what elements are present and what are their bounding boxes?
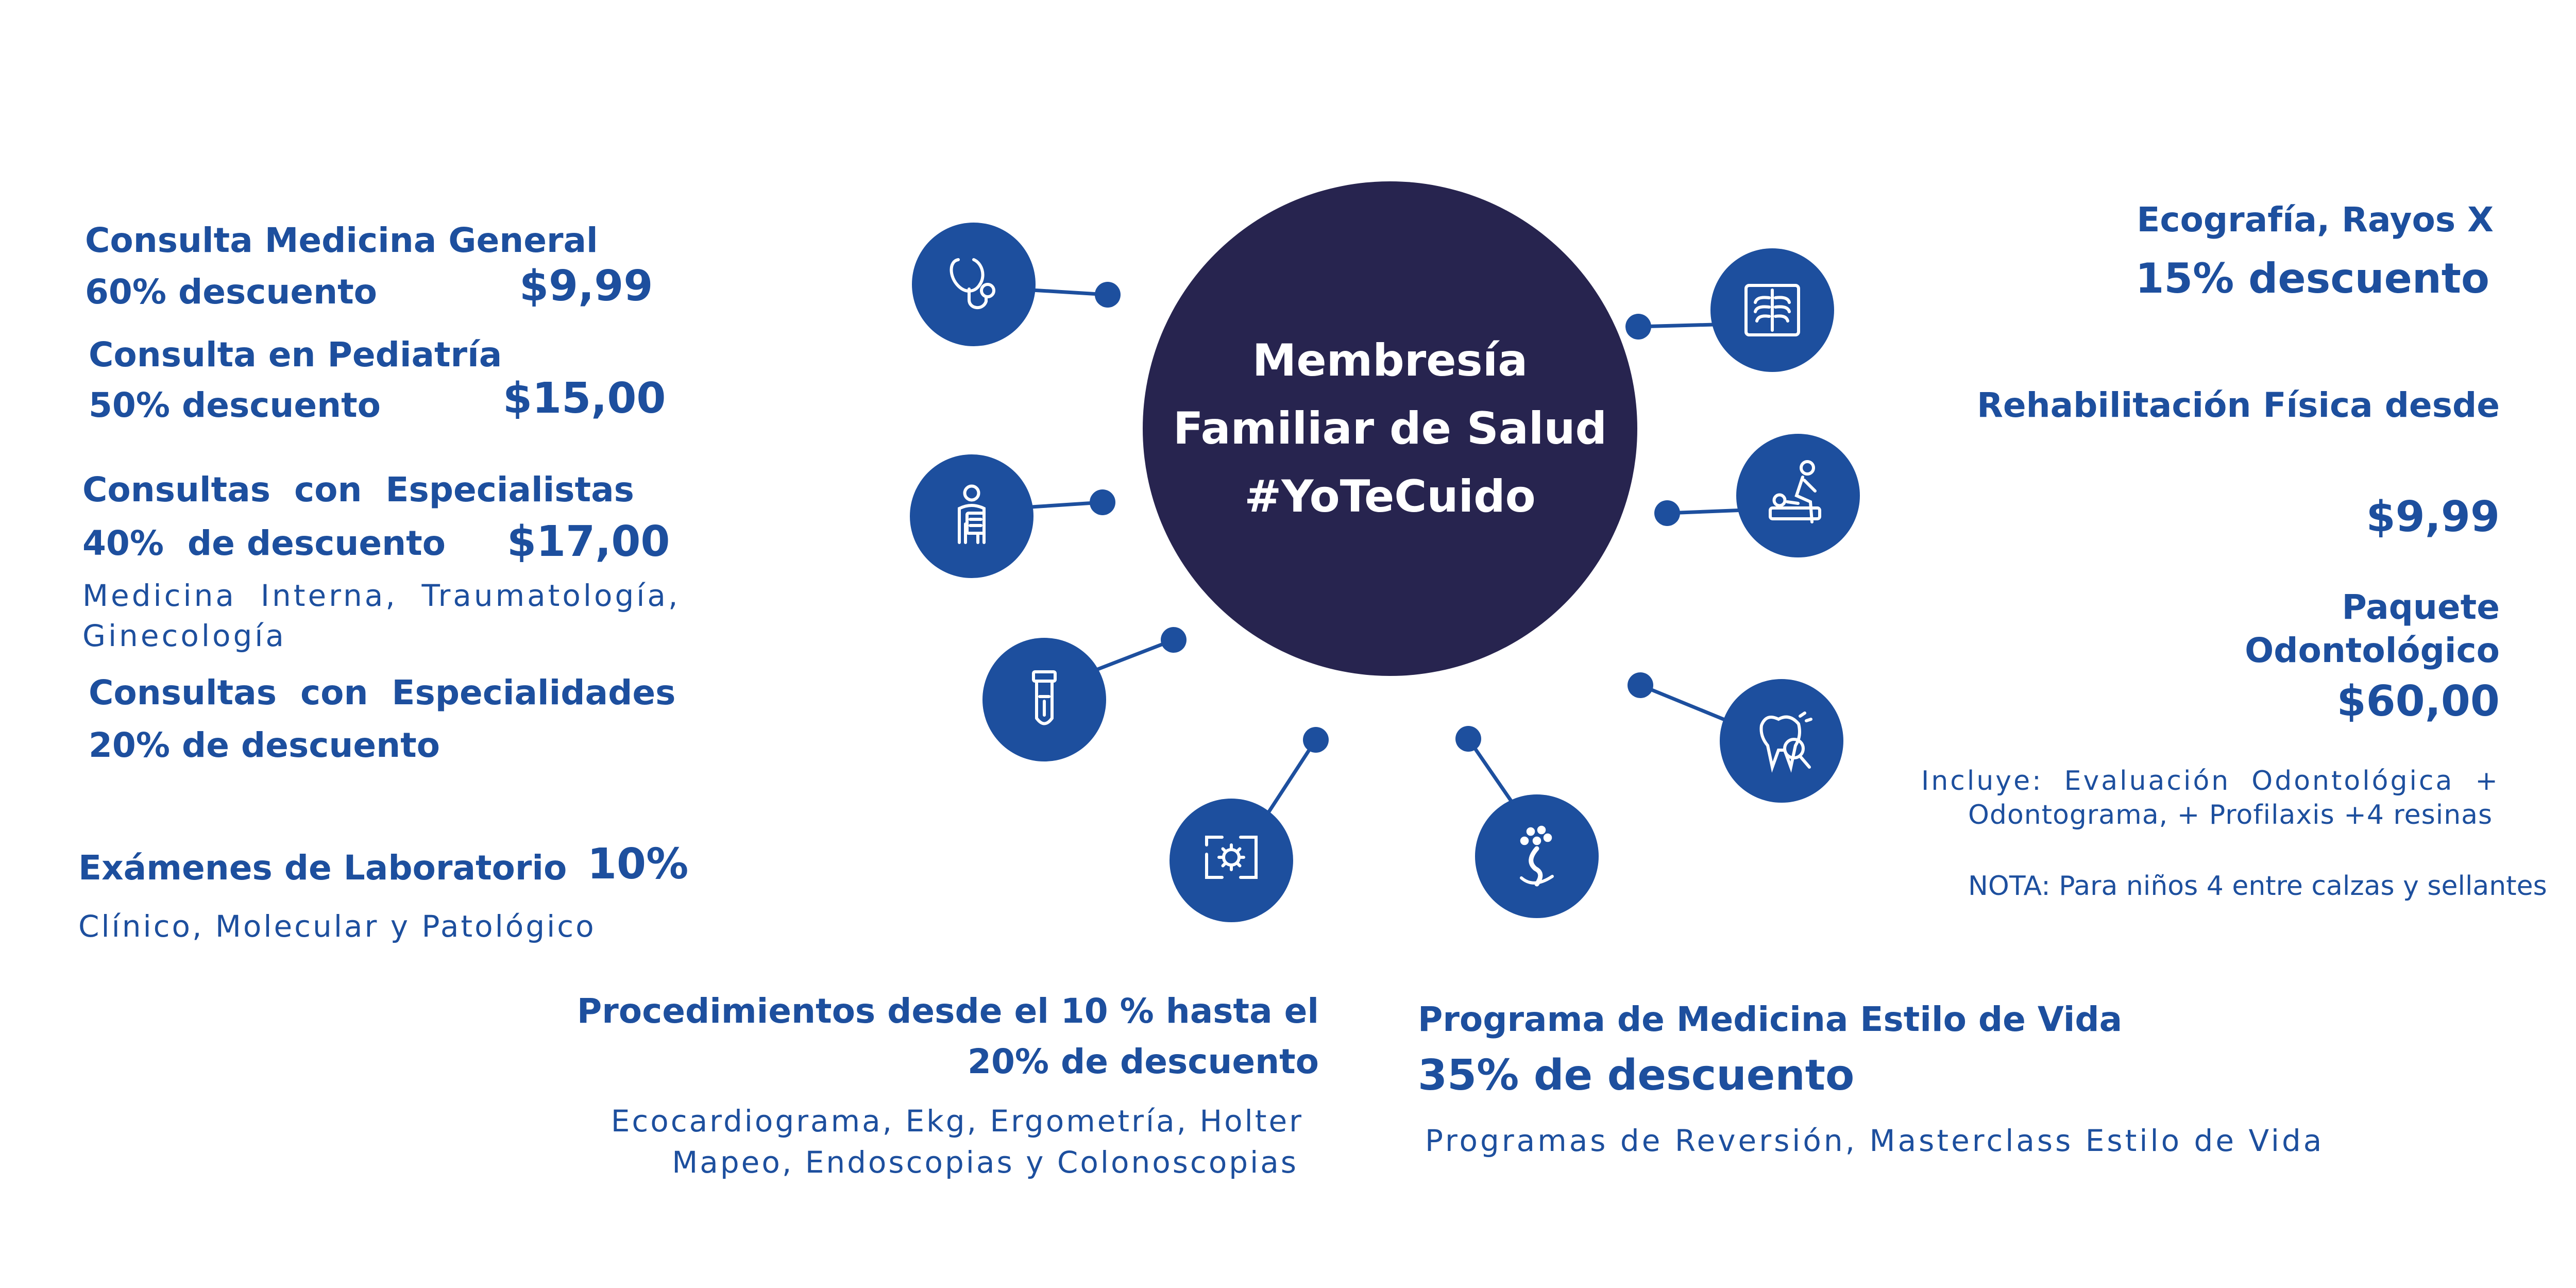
- laboratorio-percent: 10%: [587, 840, 689, 889]
- connector-dot: [1161, 627, 1187, 653]
- connector-dot: [1625, 314, 1651, 340]
- connector-gear: [1266, 739, 1317, 815]
- laboratorio-detail: Clínico, Molecular y Patológico: [78, 909, 596, 944]
- estilo-detail: Programas de Reversión, Masterclass Esti…: [1425, 1123, 2325, 1158]
- especialistas-detail-2: Ginecología: [82, 618, 286, 653]
- especialidades-discount: 20% de descuento: [89, 725, 440, 765]
- connector-physio: [1667, 508, 1746, 515]
- eco-discount: 15% descuento: [2135, 255, 2489, 302]
- odonto-price: $60,00: [2336, 677, 2500, 726]
- membership-circle: Membresía Familiar de Salud #YoTeCuido: [1143, 181, 1637, 676]
- connector-dot: [1090, 489, 1115, 515]
- pediatria-title: Consulta en Pediatría: [89, 335, 502, 375]
- procedimientos-title-1: Procedimientos desde el 10 % hasta el: [577, 991, 1319, 1031]
- connector-dot: [1095, 282, 1121, 308]
- connector-dot: [1455, 726, 1481, 752]
- odonto-title-2: Odontológico: [2245, 631, 2500, 670]
- procedimientos-detail-1: Ecocardiograma, Ekg, Ergometría, Holter: [611, 1104, 1303, 1139]
- center-title-line2: Familiar de Salud: [1173, 403, 1607, 454]
- gear-monitor-icon: [1170, 799, 1293, 922]
- physiotherapy-icon: [1736, 434, 1860, 557]
- odonto-note: NOTA: Para niños 4 entre calzas y sellan…: [1968, 871, 2547, 902]
- especialistas-discount: 40% de descuento: [82, 523, 446, 563]
- connector-stethoscope: [1023, 287, 1108, 297]
- odonto-title-1: Paquete: [2342, 587, 2500, 627]
- eco-title: Ecografía, Rayos X: [2137, 200, 2494, 240]
- center-hashtag: #YoTeCuido: [1244, 471, 1536, 522]
- center-title-line1: Membresía: [1252, 335, 1528, 386]
- estilo-title: Programa de Medicina Estilo de Vida: [1418, 999, 2123, 1039]
- doctor-clipboard-icon: [910, 454, 1033, 578]
- odonto-detail-2: Odontograma, + Profilaxis +4 resinas: [1968, 800, 2493, 831]
- tooth-search-icon: [1720, 679, 1843, 803]
- rehab-price: $9,99: [2366, 493, 2500, 541]
- connector-dot: [1654, 500, 1680, 526]
- stethoscope-icon: [912, 223, 1036, 346]
- connector-dot: [1303, 727, 1329, 753]
- pediatria-price: $15,00: [503, 374, 666, 423]
- procedimientos-detail-2: Mapeo, Endoscopias y Colonoscopias: [672, 1145, 1298, 1180]
- xray-chest-icon: [1710, 248, 1834, 372]
- pediatria-discount: 50% descuento: [89, 385, 381, 425]
- estilo-discount: 35% de descuento: [1418, 1051, 1855, 1100]
- general-title: Consulta Medicina General: [85, 221, 598, 260]
- connector-tube: [1095, 638, 1175, 672]
- procedimientos-title-2: 20% de descuento: [968, 1042, 1319, 1081]
- especialidades-title: Consultas con Especialidades: [89, 673, 676, 713]
- connector-dot: [1628, 672, 1653, 698]
- odonto-detail-1: Incluye: Evaluación Odontológica +: [1921, 766, 2500, 796]
- especialistas-detail-1: Medicina Interna, Traumatología,: [82, 578, 681, 613]
- connector-tooth: [1639, 683, 1727, 722]
- test-tube-icon: [982, 638, 1106, 761]
- especialistas-price: $17,00: [507, 517, 670, 566]
- laboratorio-title: Exámenes de Laboratorio: [78, 848, 567, 888]
- rehab-title: Rehabilitación Física desde: [1977, 385, 2500, 425]
- connector-doctor: [1023, 500, 1103, 510]
- general-price: $9,99: [519, 262, 653, 311]
- general-discount: 60% descuento: [85, 272, 377, 312]
- wellness-tree-icon: [1475, 794, 1599, 918]
- especialistas-title: Consultas con Especialistas: [82, 470, 634, 510]
